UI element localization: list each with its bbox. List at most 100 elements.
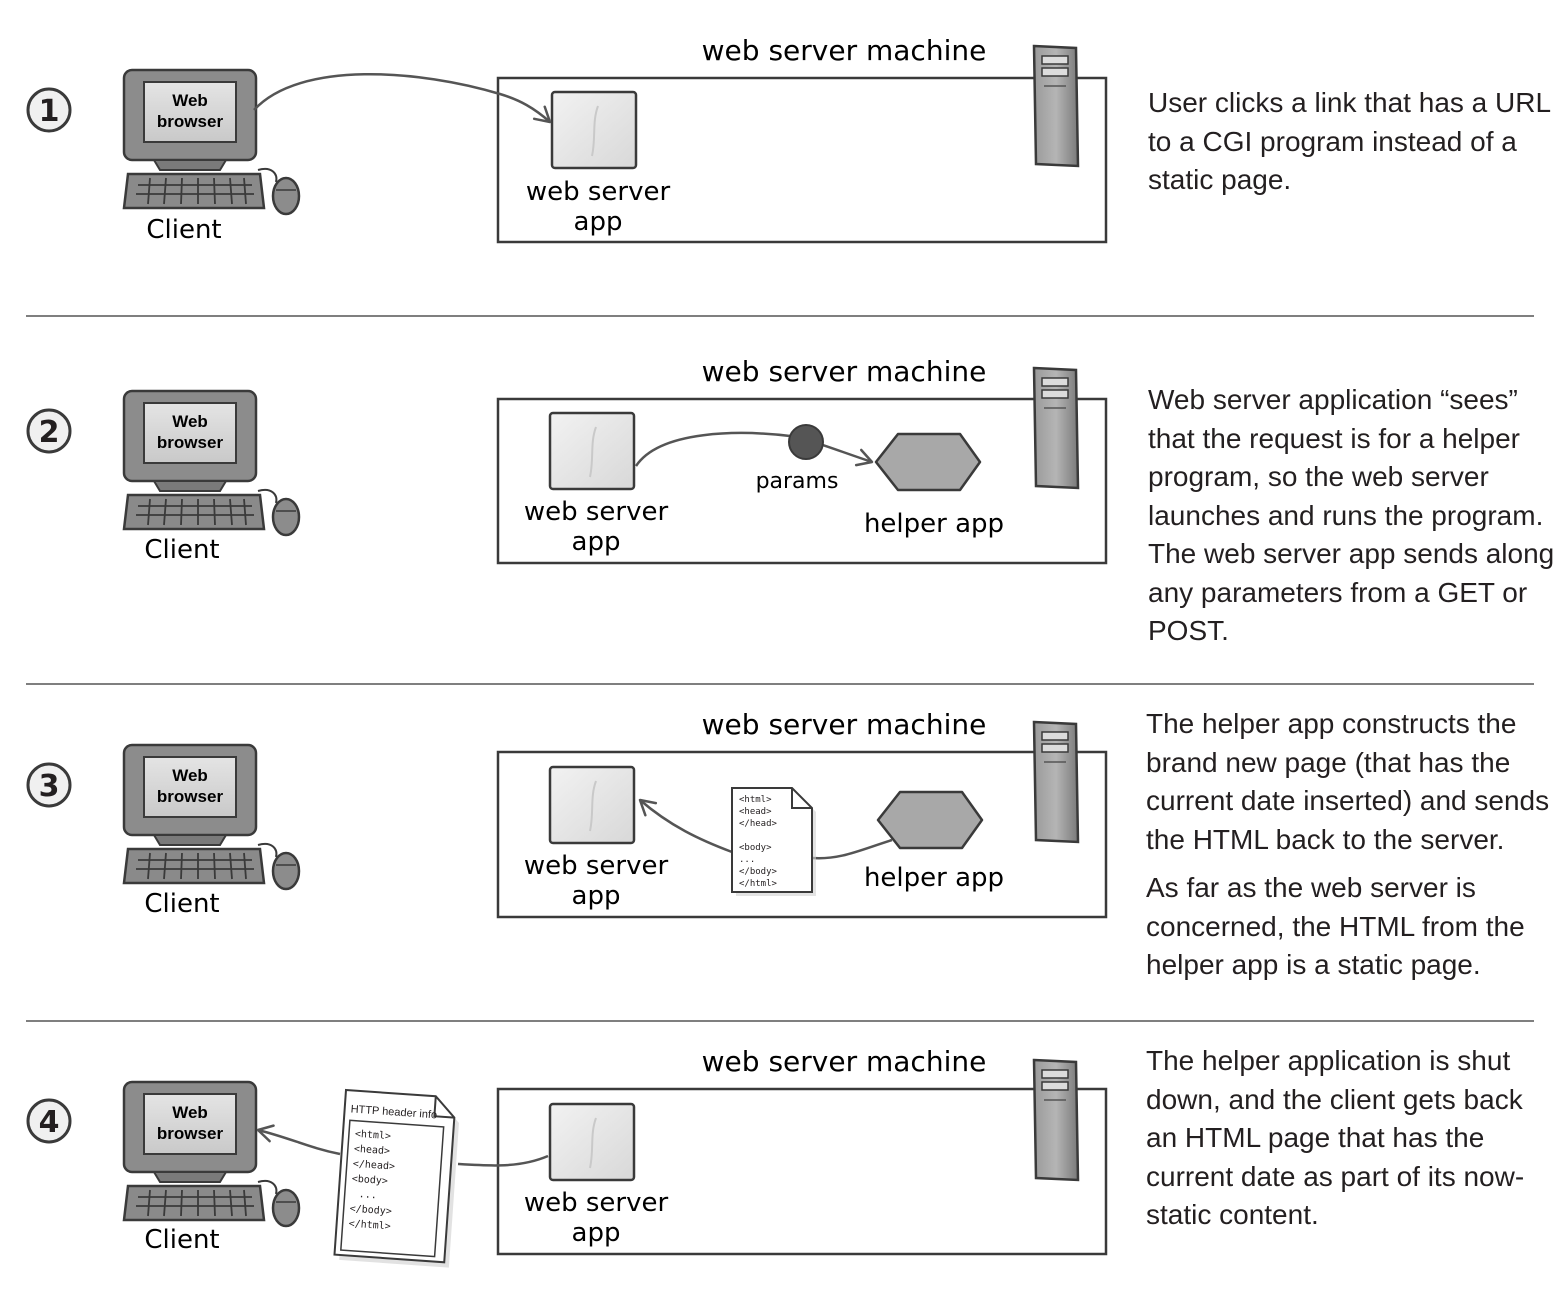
app-box-icon	[550, 90, 638, 170]
web-server-app	[550, 90, 638, 170]
code-line: </head>	[739, 819, 778, 829]
step-number-badge: 1	[26, 87, 72, 133]
browser-label-line2: browser	[157, 1124, 224, 1143]
browser-label-line1: Web	[172, 766, 208, 785]
server-app-label-line2: app	[572, 1218, 621, 1248]
params-dot-icon	[788, 424, 824, 460]
browser-label-line2: browser	[157, 433, 224, 452]
client-label: Client	[144, 889, 219, 919]
code-line: <head>	[739, 807, 772, 817]
code-line: <body>	[351, 1174, 388, 1187]
step-4-description: The helper application is shut down, and…	[1146, 1042, 1558, 1245]
machine-label: web server machine	[702, 34, 987, 67]
step-number: 1	[39, 94, 60, 129]
request-arrow	[253, 72, 552, 124]
client-computer: Web browser	[122, 743, 301, 891]
server-tower	[1032, 44, 1080, 168]
step-3-diagram: 3 Web browser Client web server machine …	[26, 708, 1108, 919]
description-paragraph: Web server application “sees” that the r…	[1148, 384, 1555, 646]
helper-app-label: helper app	[864, 509, 1004, 539]
server-tower	[1032, 720, 1080, 844]
server-machine-box	[496, 76, 1108, 244]
server-app-label-line1: web server	[524, 497, 669, 527]
app-box-icon	[548, 1102, 636, 1182]
html-document: <html> <head> </head> <body> ... </body>…	[731, 787, 816, 896]
server-app-label-line1: web server	[526, 177, 671, 207]
code-line: <html>	[355, 1129, 392, 1142]
computer-icon	[122, 389, 301, 537]
helper-app-label: helper app	[864, 863, 1004, 893]
step-number: 3	[39, 769, 60, 804]
machine-label: web server machine	[702, 708, 987, 741]
step-number: 2	[39, 415, 60, 450]
web-server-app	[548, 1102, 636, 1182]
server-app-label-line2: app	[572, 527, 621, 557]
code-line: <head>	[354, 1144, 391, 1157]
description-paragraph: The helper application is shut down, and…	[1146, 1045, 1525, 1230]
web-server-app	[548, 411, 636, 491]
step-number-badge: 4	[26, 1098, 72, 1144]
browser-label-line1: Web	[172, 1103, 208, 1122]
browser-label-line2: browser	[157, 787, 224, 806]
client-computer: Web browser	[122, 1080, 301, 1228]
step-1-diagram: 1 Web browser Client web server machine …	[26, 34, 1108, 245]
code-line: ...	[358, 1189, 377, 1201]
server-app-label-line1: web server	[524, 1188, 669, 1218]
step-2-description: Web server application “sees” that the r…	[1148, 381, 1560, 661]
computer-icon	[122, 68, 301, 216]
step-2-diagram: 2 Web browser Client web server machine …	[26, 355, 1108, 565]
server-app-label-line2: app	[572, 881, 621, 911]
description-paragraph: The helper app constructs the brand new …	[1146, 708, 1550, 855]
computer-icon	[122, 743, 301, 891]
browser-label-line2: browser	[157, 112, 224, 131]
helper-app	[874, 432, 982, 492]
machine-label: web server machine	[702, 1045, 987, 1078]
client-computer: Web browser	[122, 68, 301, 216]
params-label: params	[756, 469, 839, 494]
step-number-badge: 2	[26, 408, 72, 454]
hexagon-icon	[876, 790, 984, 850]
machine-label: web server machine	[702, 355, 987, 388]
step-4-diagram: 4 Web browser Client web server machine …	[26, 1045, 1108, 1268]
code-line: <html>	[739, 795, 772, 805]
response-line	[457, 1154, 549, 1167]
server-tower-icon	[1032, 44, 1080, 168]
code-line: </body>	[739, 867, 778, 877]
browser-label-line1: Web	[172, 412, 208, 431]
app-box-icon	[548, 411, 636, 491]
code-line: ...	[739, 855, 755, 865]
hexagon-icon	[874, 432, 982, 492]
helper-app	[876, 790, 984, 850]
server-app-label-line1: web server	[524, 851, 669, 881]
server-tower-icon	[1032, 1058, 1080, 1182]
server-tower	[1032, 366, 1080, 490]
computer-icon	[122, 1080, 301, 1228]
server-tower	[1032, 1058, 1080, 1182]
browser-label-line1: Web	[172, 91, 208, 110]
server-machine-box	[496, 397, 1108, 565]
code-line: </html>	[739, 879, 778, 889]
step-1-description: User clicks a link that has a URL to a C…	[1148, 84, 1560, 210]
web-server-app	[548, 765, 636, 845]
server-app-label-line2: app	[574, 207, 623, 237]
server-tower-icon	[1032, 720, 1080, 844]
client-label: Client	[144, 1225, 219, 1255]
document-icon	[731, 787, 813, 893]
server-machine-box	[496, 750, 1108, 919]
code-line: </head>	[352, 1159, 395, 1173]
description-paragraph: As far as the web server is concerned, t…	[1146, 872, 1525, 980]
description-paragraph: User clicks a link that has a URL to a C…	[1148, 87, 1550, 195]
step-number-badge: 3	[26, 762, 72, 808]
http-response-document: HTTP header info <html> <head> </head> <…	[333, 1088, 459, 1268]
code-line: <body>	[739, 843, 772, 853]
step-number: 4	[39, 1105, 60, 1140]
server-machine-box	[496, 1087, 1108, 1256]
client-computer: Web browser	[122, 389, 301, 537]
params-arrow	[634, 431, 874, 467]
html-return-arrow	[638, 798, 733, 854]
app-box-icon	[548, 765, 636, 845]
document-icon	[333, 1088, 456, 1264]
helper-to-doc-line	[811, 838, 893, 860]
client-label: Client	[144, 535, 219, 565]
